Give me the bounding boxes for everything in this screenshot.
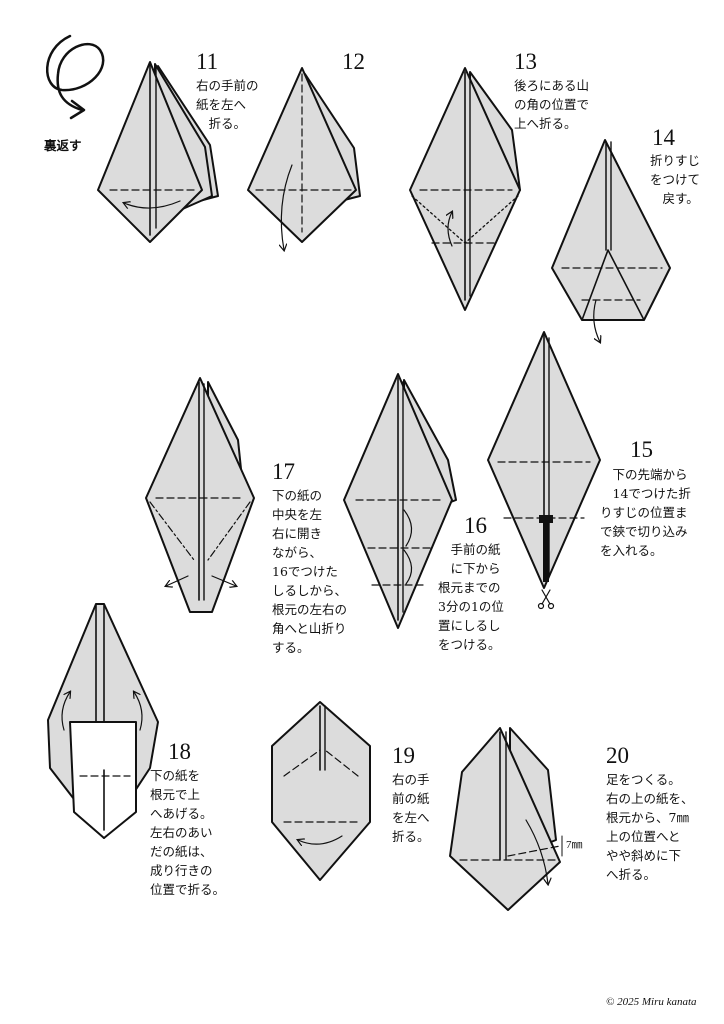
step-18-figure xyxy=(47,603,159,839)
step-13-figure xyxy=(409,67,521,311)
step-12-number: 12 xyxy=(342,49,365,74)
step-14-number: 14 xyxy=(652,125,675,150)
step-20-instruction: 足をつくる。 右の上の紙を、 根元から、7㎜ 上の位置へと やや斜めに下 へ折る… xyxy=(606,772,694,882)
step-15-figure xyxy=(487,331,601,610)
step-19-figure xyxy=(271,701,371,881)
step-11-number: 11 xyxy=(196,49,219,74)
step-17-instruction: 下の紙の 中央を左 右に開き ながら、 16でつけた しるしから、 根元の左右の… xyxy=(272,488,348,655)
step-12-figure xyxy=(247,67,361,250)
flip-over-arrow-icon xyxy=(46,34,105,120)
step-11-figure xyxy=(97,61,219,243)
flip-over-label: 裏返す xyxy=(44,138,82,153)
step-14-figure xyxy=(551,139,671,342)
measure-label: 7㎜ xyxy=(566,839,583,851)
copyright: © 2025 Miru kanata xyxy=(606,996,697,1008)
step-17-figure xyxy=(145,377,255,613)
scissors-icon xyxy=(537,589,555,610)
step-20-number: 20 xyxy=(606,743,629,768)
step-16-instruction: 手前の紙 に下から 根元までの 3分の1の位 置にしるし をつける。 xyxy=(438,542,504,652)
step-15-instruction: 下の先端から 14でつけた折 りすじの位置ま で鋏で切り込み を入れる。 xyxy=(600,467,691,558)
step-11-instruction: 右の手前の 紙を左へ 折る。 xyxy=(196,78,259,131)
step-17-number: 17 xyxy=(272,459,295,484)
step-20-figure xyxy=(449,727,563,911)
step-14-instruction: 折りすじ をつけて 戻す。 xyxy=(650,153,701,206)
step-16-number: 16 xyxy=(464,513,487,538)
step-13-instruction: 後ろにある山 の角の位置で 上へ折る。 xyxy=(514,78,590,131)
step-19-number: 19 xyxy=(392,743,415,768)
step-13-number: 13 xyxy=(514,49,537,74)
step-19-instruction: 右の手 前の紙 を左へ 折る。 xyxy=(392,772,430,844)
step-15-number: 15 xyxy=(630,437,653,462)
step-18-number: 18 xyxy=(168,739,191,764)
step-18-instruction: 下の紙を 根元で上 へあげる。 左右のあい だの紙は、 成り行きの 位置で折る。 xyxy=(150,768,226,897)
step-16-figure xyxy=(343,373,457,629)
